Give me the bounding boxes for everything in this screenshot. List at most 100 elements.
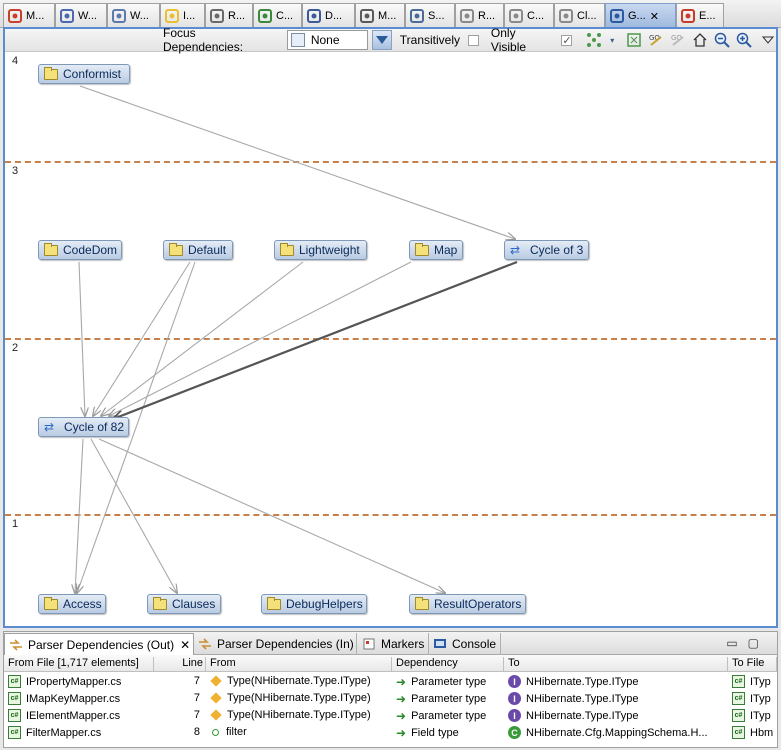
bottom-tab-label: Parser Dependencies (In) — [217, 637, 354, 651]
close-tab-icon[interactable]: ✕ — [649, 10, 659, 23]
bottom-tab-1[interactable]: Parser Dependencies (In) — [194, 633, 357, 655]
svg-text:GO: GO — [649, 34, 660, 42]
to-cell-text: NHibernate.Type.IType — [526, 692, 639, 705]
node-lightweight[interactable]: Lightweight — [274, 240, 367, 260]
csharp-file-icon: c# — [732, 692, 745, 705]
column-header-3[interactable]: Dependency — [392, 657, 504, 671]
edge-default-to-access[interactable] — [77, 261, 196, 593]
search-icon — [409, 8, 425, 24]
close-tab-icon[interactable]: ✕ — [180, 637, 191, 652]
csharp-file-icon: c# — [732, 675, 745, 688]
layout-icon[interactable] — [586, 32, 602, 48]
folder-icon — [153, 596, 167, 610]
view-tab-7[interactable]: M... — [355, 3, 405, 28]
view-tab-label: I... — [183, 10, 196, 22]
minimize-icon[interactable]: ▭ — [726, 636, 748, 650]
node-default[interactable]: Default — [163, 240, 233, 260]
edge-lightweight-to-cycle82[interactable] — [101, 261, 304, 416]
node-cycle3[interactable]: ⇄Cycle of 3 — [504, 240, 589, 260]
zoom-in-icon[interactable] — [736, 32, 752, 48]
view-menu-icon[interactable] — [760, 32, 776, 48]
view-tab-5[interactable]: C... — [253, 3, 302, 28]
interface-icon: I — [508, 692, 521, 705]
cycle-icon: ⇄ — [44, 420, 55, 434]
node-debughelpers[interactable]: DebugHelpers — [261, 594, 367, 614]
edge-cycle82-to-access[interactable] — [75, 438, 84, 593]
edge-conformist-to-cycle3[interactable] — [79, 85, 515, 239]
view-tab-4[interactable]: R... — [205, 3, 253, 28]
bottom-tab-3[interactable]: Console — [429, 633, 501, 655]
bottom-tab-label: Console — [452, 637, 497, 651]
view-tab-8[interactable]: S... — [405, 3, 455, 28]
console-icon — [433, 637, 447, 651]
view-tab-1[interactable]: W... — [55, 3, 107, 28]
go-back-icon[interactable]: GO — [670, 32, 686, 48]
tree-icon — [111, 8, 127, 24]
edge-default-to-cycle82[interactable] — [93, 261, 191, 416]
focus-dependencies-select[interactable]: None — [286, 30, 368, 50]
node-label: Conformist — [63, 67, 122, 81]
view-tab-label: E... — [699, 10, 716, 22]
csharp-file-icon: c# — [8, 726, 21, 739]
fit-icon[interactable] — [626, 32, 642, 48]
column-header-0[interactable]: From File [1,717 elements] — [4, 657, 154, 671]
column-header-2[interactable]: From — [206, 657, 392, 671]
edge-cycle3-to-cycle82[interactable] — [113, 260, 518, 419]
folder-icon — [280, 242, 294, 256]
view-tab-11[interactable]: Cl... — [554, 3, 605, 28]
view-tab-13[interactable]: E... — [676, 3, 724, 28]
to-file-cell: c#ITyp — [732, 692, 775, 705]
dropdown-arrow-icon[interactable]: ▾ — [610, 35, 615, 45]
node-label: Lightweight — [299, 243, 360, 257]
filter-dropdown-button[interactable] — [371, 30, 392, 50]
node-cycle82[interactable]: ⇄Cycle of 82 — [38, 417, 129, 437]
view-tab-12[interactable]: G...✕ — [605, 3, 676, 28]
file-icon — [508, 8, 524, 24]
layer-number: 4 — [12, 55, 19, 67]
column-header-4[interactable]: To — [504, 657, 728, 671]
method-icon — [210, 709, 222, 721]
maximize-icon[interactable]: ▢ — [747, 636, 769, 650]
only-visible-checkbox[interactable] — [561, 34, 573, 46]
view-tab-0[interactable]: M... — [3, 3, 55, 28]
go-forward-icon[interactable]: GO — [648, 32, 664, 48]
arrow-right-icon: ➜ — [396, 692, 407, 706]
edge-cycle82-to-clauses[interactable] — [90, 438, 177, 593]
node-conformist[interactable]: Conformist — [38, 64, 130, 84]
to-cell: I NHibernate.Type.IType — [508, 692, 726, 705]
home-icon[interactable] — [692, 32, 708, 48]
view-tab-10[interactable]: C... — [504, 3, 554, 28]
edge-map-to-cycle82[interactable] — [109, 261, 412, 416]
edge-codedom-to-cycle82[interactable] — [78, 261, 85, 416]
column-header-1[interactable]: Line — [154, 657, 206, 671]
markers-icon — [362, 637, 376, 651]
node-resultoperators[interactable]: ResultOperators — [409, 594, 526, 614]
view-tab-label: Cl... — [577, 10, 597, 22]
view-tab-9[interactable]: R... — [455, 3, 504, 28]
to-file-cell-text: ITyp — [750, 675, 771, 688]
node-codedom[interactable]: CodeDom — [38, 240, 122, 260]
node-access[interactable]: Access — [38, 594, 106, 614]
view-tab-2[interactable]: W... — [107, 3, 160, 28]
view-tab-6[interactable]: D... — [302, 3, 355, 28]
node-clauses[interactable]: Clauses — [147, 594, 221, 614]
dependency-cell: ➜Field type — [396, 726, 502, 740]
zoom-out-icon[interactable] — [714, 32, 730, 48]
bottom-tab-2[interactable]: Markers — [358, 633, 429, 655]
edge-cycle82-to-resultoperators[interactable] — [98, 438, 445, 593]
transitively-checkbox[interactable] — [468, 34, 479, 46]
bottom-tab-0[interactable]: Parser Dependencies (Out)✕ — [4, 633, 194, 655]
dependency-out-icon — [9, 638, 23, 652]
node-map[interactable]: Map — [409, 240, 463, 260]
csharp-file-icon: c# — [732, 709, 745, 722]
view-tab-3[interactable]: I... — [160, 3, 205, 28]
to-file-cell: c#ITyp — [732, 709, 775, 722]
column-header-5[interactable]: To File — [728, 657, 777, 671]
